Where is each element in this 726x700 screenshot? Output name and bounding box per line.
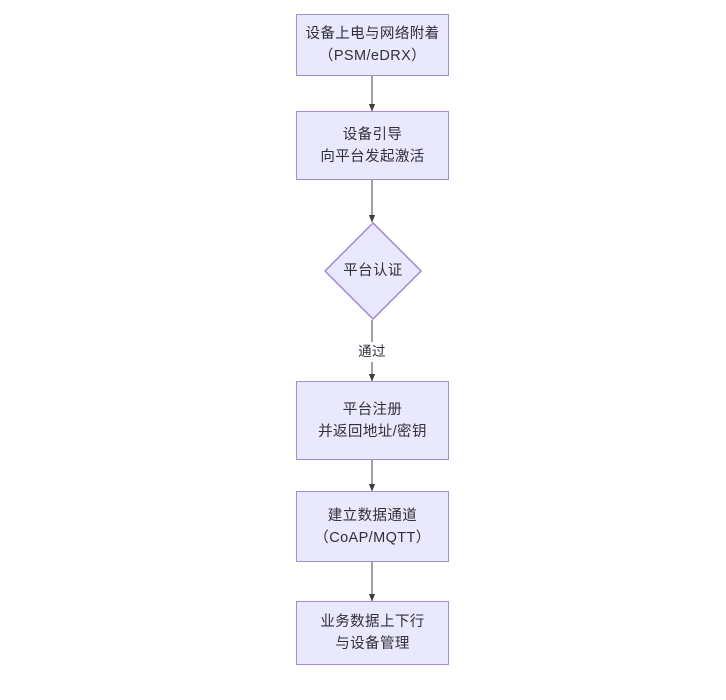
node-platform-register[interactable]: 平台注册 并返回地址/密钥 (296, 381, 449, 460)
node-device-power-on[interactable]: 设备上电与网络附着 （PSM/eDRX） (296, 14, 449, 76)
node-label: 平台注册 并返回地址/密钥 (318, 401, 427, 440)
node-label: 业务数据上下行 与设备管理 (320, 614, 425, 652)
node-label: 设备上电与网络附着 （PSM/eDRX） (305, 26, 440, 64)
node-platform-auth-decision[interactable]: 平台认证 (324, 222, 422, 320)
node-device-bootstrap[interactable]: 设备引导 向平台发起激活 (296, 111, 449, 180)
diamond-shape-icon (324, 222, 422, 320)
edge-label-pass: 通过 (354, 342, 390, 362)
node-label: 建立数据通道 （CoAP/MQTT） (314, 507, 431, 546)
node-establish-data-channel[interactable]: 建立数据通道 （CoAP/MQTT） (296, 491, 449, 562)
node-label: 设备引导 向平台发起激活 (320, 126, 425, 165)
node-label: 平台认证 (343, 263, 403, 279)
node-business-data-and-device-management[interactable]: 业务数据上下行 与设备管理 (296, 601, 449, 665)
